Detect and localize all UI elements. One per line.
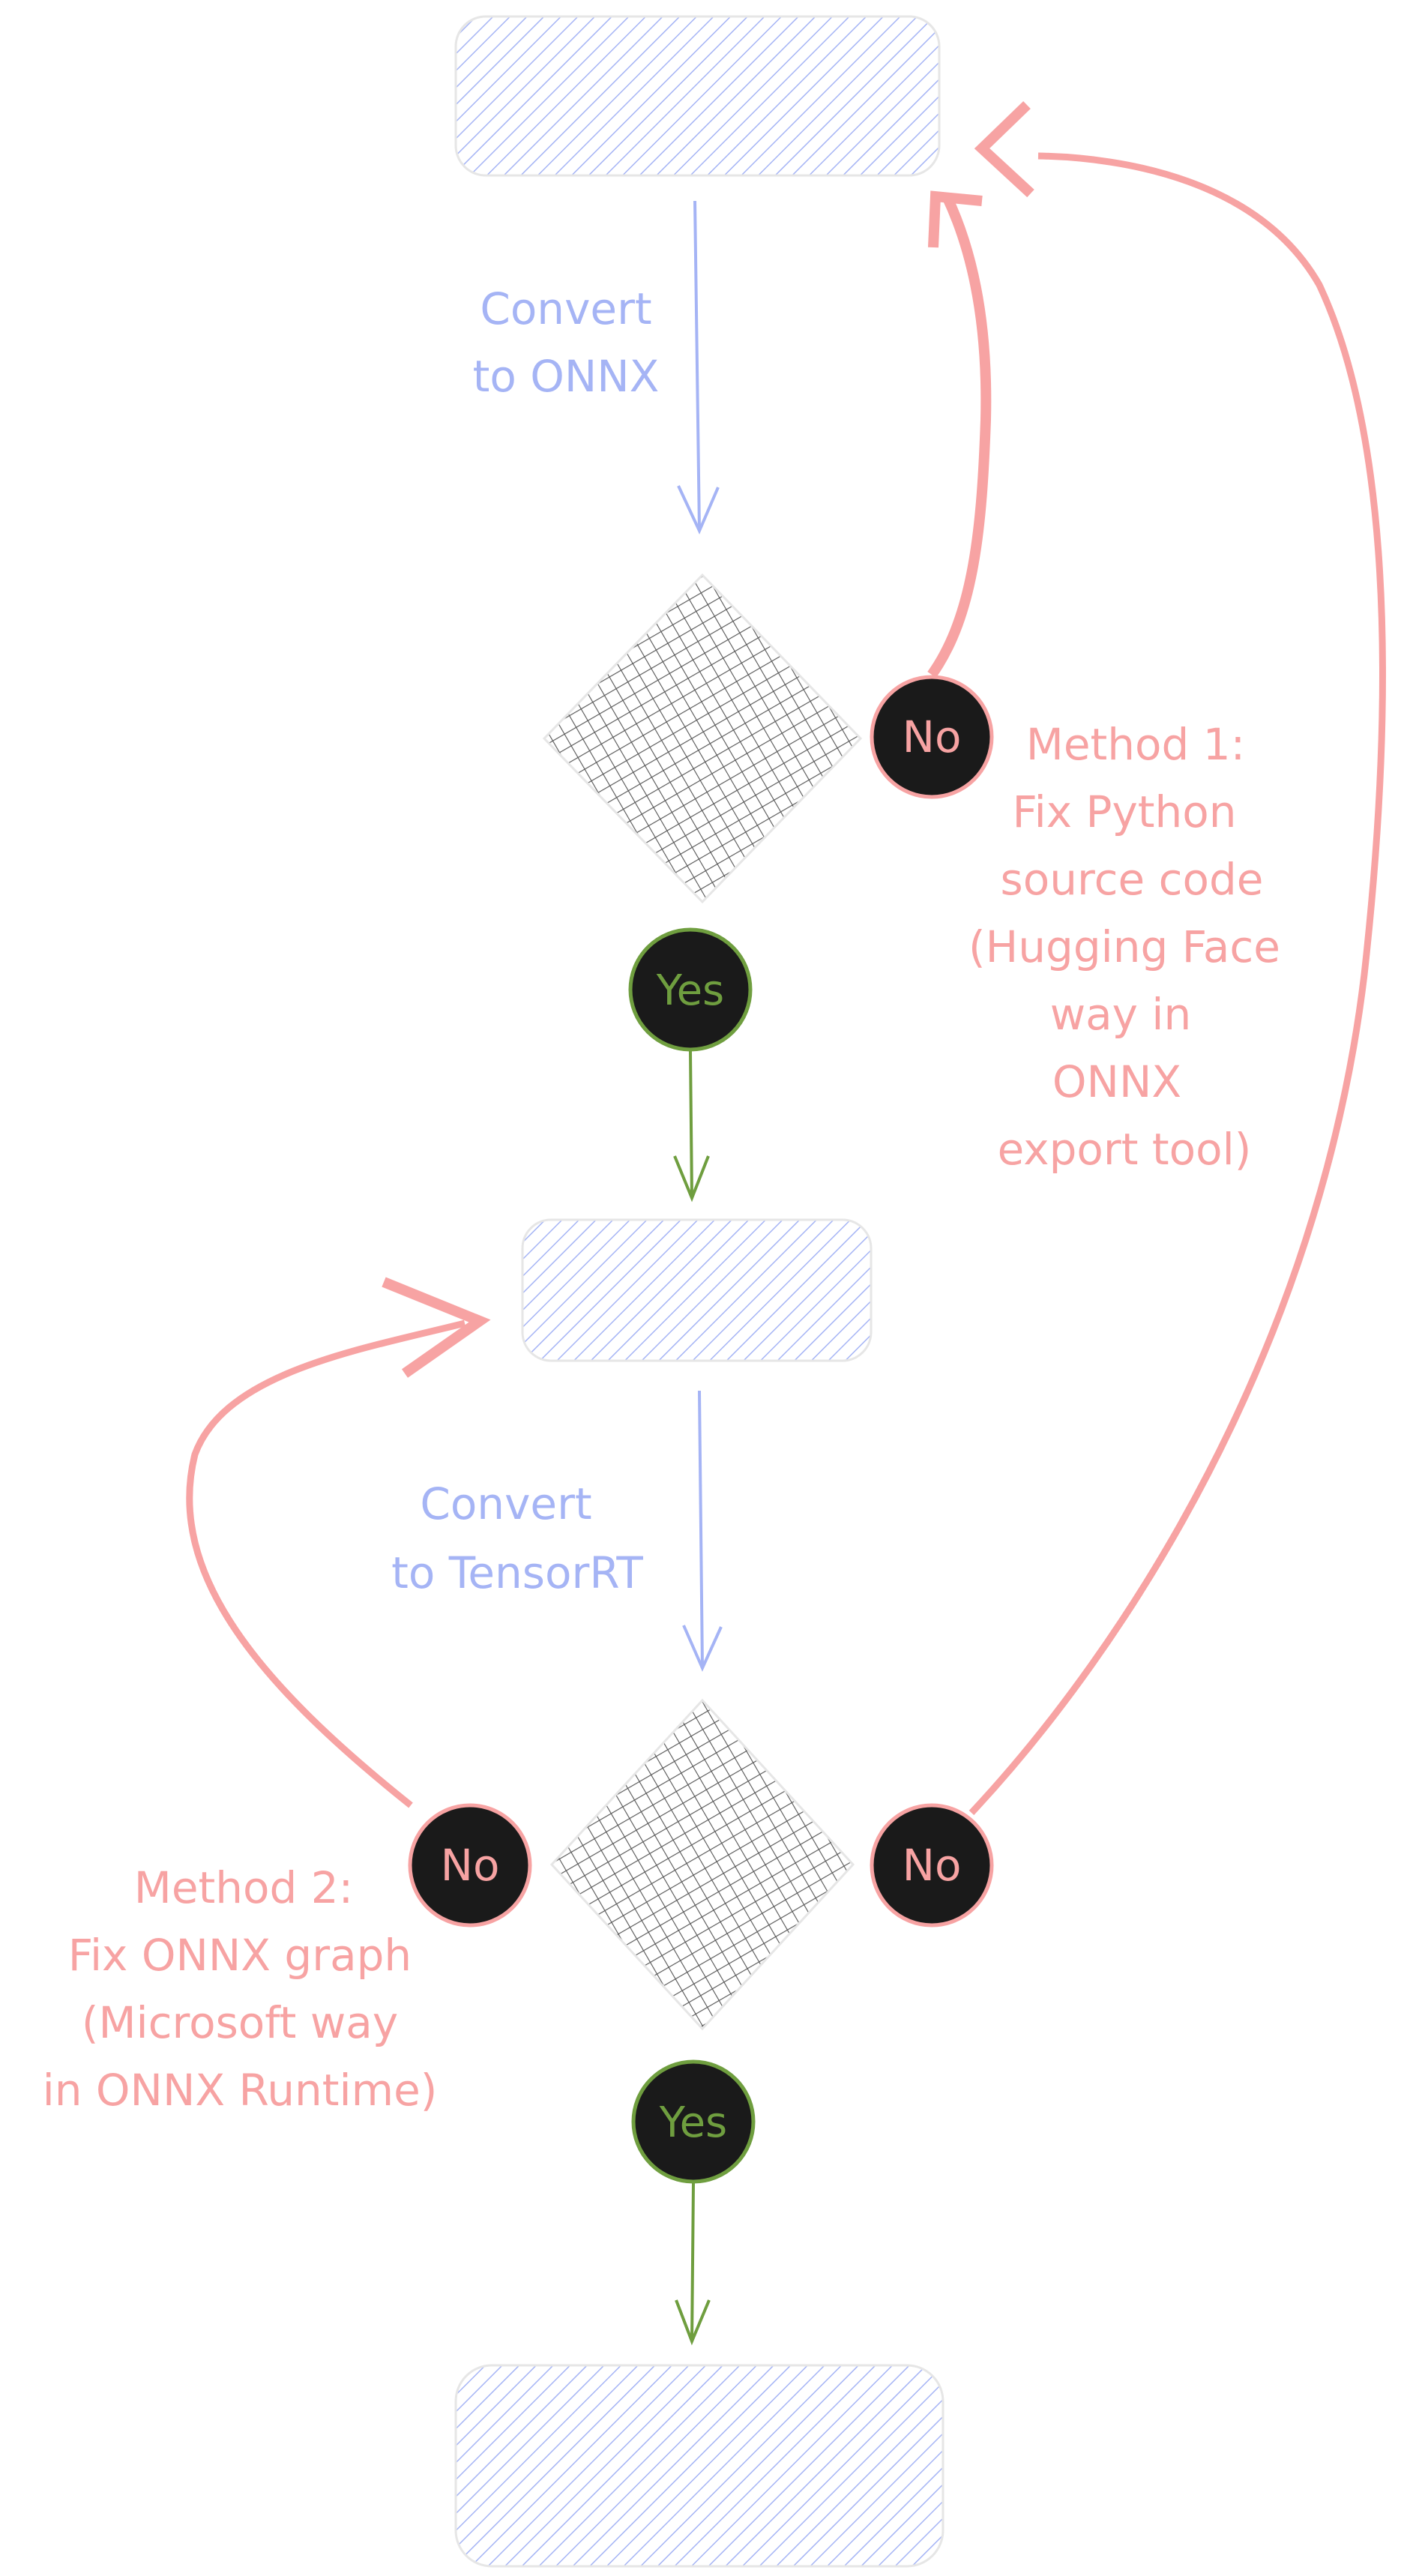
arrow-yes-1 [689,1050,693,1199]
loop-arrow-method2 [186,1319,466,1808]
yes-badge-2-label: Yes [659,2098,727,2147]
method2-line-4: in ONNX Runtime) [43,2065,438,2116]
arrowhead-convert-tensorrt [682,1625,723,1672]
decision-diamond-2 [549,1698,855,2031]
method2-line-2: Fix ONNX graph [68,1930,412,1981]
decision-diamond-1 [542,573,863,904]
method2-line-1: Method 2: [134,1862,353,1913]
loop-arrowhead-method1 [928,190,983,248]
start-box [454,15,941,177]
arrow-convert-onnx [693,200,701,532]
loop-arrowhead-outer [974,100,1034,198]
no-badge-3 [870,1803,994,1928]
method1-line-1: Method 1: [1026,719,1245,770]
edge-label-convert-tensorrt-1: Convert [420,1478,591,1529]
edge-label-convert-tensorrt-2: to TensorRT [391,1547,643,1598]
method1-line-6: ONNX [1052,1056,1181,1107]
arrow-yes-2 [690,2182,695,2342]
method1-line-7: export tool) [998,1124,1252,1175]
no-badge-1 [870,675,994,799]
yes-badge-1-label: Yes [656,966,724,1015]
end-box [454,2364,944,2568]
method1-line-4: (Hugging Face [968,921,1280,972]
yes-badge-2 [631,2059,756,2184]
method1-line-3: source code [1001,854,1264,905]
yes-badge-1 [628,927,753,1052]
method1-line-5: way in [1050,989,1192,1040]
arrow-convert-tensorrt [698,1390,704,1669]
arrowhead-yes-1 [673,1155,710,1203]
middle-box [521,1218,873,1362]
no-badge-1-label: No [903,711,962,762]
method2-line-3: (Microsoft way [82,1997,398,2048]
no-badge-3-label: No [903,1840,962,1891]
edge-label-convert-onnx-1: Convert [480,283,651,334]
loop-arrow-method1 [927,194,992,678]
arrowhead-yes-2 [675,2299,711,2346]
edge-label-convert-onnx-2: to ONNX [473,351,660,402]
method1-line-2: Fix Python [1012,786,1236,837]
loop-arrowhead-method2 [382,1277,491,1378]
no-badge-2 [408,1803,532,1928]
loop-arrow-outer [968,152,1386,1816]
no-badge-2-label: No [441,1840,500,1891]
arrowhead-convert-onnx [677,485,720,535]
